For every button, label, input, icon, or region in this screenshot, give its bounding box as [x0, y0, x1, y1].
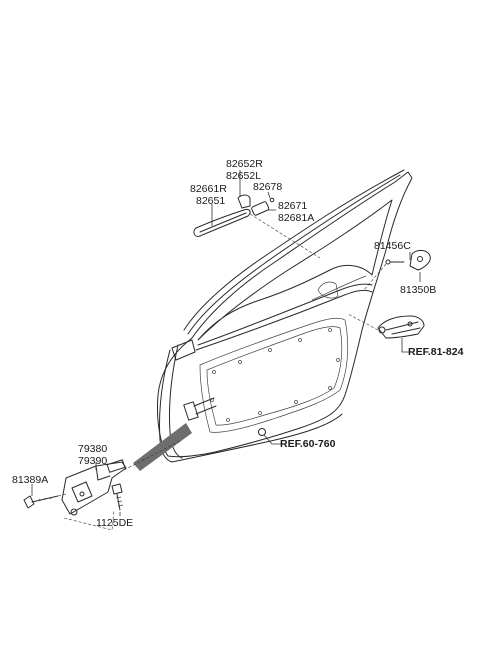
label-82681a: 82681A	[278, 212, 314, 224]
label-82652r: 82652R	[226, 158, 263, 170]
door-shell	[157, 169, 413, 463]
label-1125de: 1125DE	[96, 517, 133, 529]
leader-ref81824	[401, 338, 412, 353]
bolt-81389a	[23, 495, 59, 509]
dashed-bolt-bracket	[63, 509, 115, 531]
label-79390: 79390	[78, 455, 107, 467]
label-79380: 79380	[78, 443, 107, 455]
dashed-bolt-to-hinge	[57, 493, 67, 497]
ref-60-760: REF.60-760	[280, 438, 336, 450]
label-82671: 82671	[278, 200, 307, 212]
dashed-handle-to-door	[249, 213, 321, 259]
label-82652l: 82652L	[226, 170, 261, 182]
dashed-latch-to-door	[363, 263, 387, 291]
label-82651: 82651	[196, 195, 225, 207]
door-latch	[377, 315, 425, 339]
door-hinge	[61, 459, 127, 516]
label-81456c: 81456C	[374, 240, 411, 252]
ref-81-824: REF.81-824	[408, 346, 464, 358]
label-81389a: 81389A	[12, 474, 48, 486]
bolt-1125de	[111, 483, 124, 511]
label-82678: 82678	[253, 181, 282, 193]
label-82661r: 82661R	[190, 183, 227, 195]
dashed-hinge-to-door	[123, 439, 183, 471]
label-81350b: 81350B	[400, 284, 436, 296]
outside-handle	[193, 194, 275, 237]
leader-82678	[267, 191, 271, 199]
latch-bracket	[385, 249, 431, 271]
leader-ref60760	[263, 434, 282, 445]
dashed-latch-ref	[347, 313, 379, 331]
hinge-shadow	[133, 423, 192, 471]
